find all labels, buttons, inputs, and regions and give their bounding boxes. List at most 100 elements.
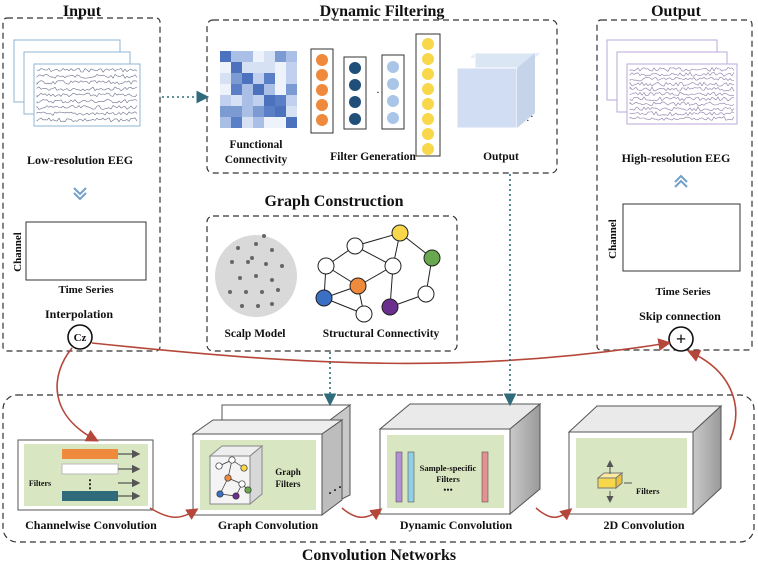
conv2d-filters-text: Filters [636,486,660,496]
mini-graph-node [232,492,240,500]
neuron-node [316,99,328,111]
graph-node [423,249,441,267]
svg-text:·: · [526,115,530,127]
eeg-trace [629,66,735,72]
fc-matrix-cell [264,51,275,62]
eeg-trace [36,99,138,104]
graph-filters-line2: Filters [276,479,301,489]
plus-icon: + [676,329,686,349]
eeg-trace [36,80,138,85]
neuron-node [316,69,328,81]
fc-matrix-cell [253,62,264,73]
electrode-dot [250,256,254,260]
fc-matrix-cell [231,73,242,84]
eeg-trace [36,86,138,92]
electrode-dot [254,242,258,246]
output-time-series-box [622,203,741,272]
high-res-eeg-label: High-resolution EEG [622,151,731,165]
graph-conv-block: Graph Filters · · · [191,404,352,516]
electrode-dot [264,262,268,266]
electrode-dot [244,290,248,294]
fc-matrix-cell [264,62,275,73]
input-panel: Input Low-resolution EEG Channel Time Se… [2,3,161,352]
sample-specific-line2: Filters [436,474,460,484]
fc-matrix-cell [264,106,275,117]
neuron-node [422,128,434,140]
fc-label-line2: Connectivity [225,154,288,166]
fc-matrix-cell [286,73,297,84]
conv2d-label: 2D Convolution [603,518,684,532]
eeg-trace [36,111,138,116]
chevron-down-icon [73,187,87,201]
neuron-node [422,98,434,110]
functional-connectivity-matrix [220,51,297,128]
fc-label-line1: Functional [229,139,282,151]
electrode-dot [280,264,284,268]
output-title: Output [651,3,701,20]
fc-matrix-cell [220,117,231,128]
graph-node [346,237,364,255]
fc-matrix-cell [231,95,242,106]
fc-matrix-cell [220,73,231,84]
fc-matrix-cell [242,73,253,84]
graph-conv-label: Graph Convolution [218,518,319,532]
fc-matrix-cell [231,117,242,128]
graph-node [355,305,373,323]
neuron-node [422,68,434,80]
svg-text:·: · [338,480,342,494]
fc-matrix-cell [275,117,286,128]
eeg-trace [629,111,735,117]
mini-graph-node [224,474,232,482]
fc-matrix-cell [253,106,264,117]
fc-matrix-cell [286,106,297,117]
interpolation-label: Interpolation [45,307,113,321]
graph-filters-line1: Graph [275,467,301,477]
neuron-node [316,54,328,66]
neuron-node [422,113,434,125]
eeg-trace [629,81,735,87]
dynamic-conv-label: Dynamic Convolution [400,518,513,532]
svg-text:⋮: ⋮ [84,477,96,491]
mini-graph-node [244,486,252,494]
electrode-dot [236,246,240,250]
graph-node [417,285,435,303]
fc-matrix-cell [286,51,297,62]
fc-matrix-cell [242,117,253,128]
cz-symbol: Cz [74,332,87,344]
electrode-dot [254,274,258,278]
fc-matrix-cell [275,106,286,117]
channelwise-conv-label: Channelwise Convolution [25,518,157,532]
electrode-dot [270,302,274,306]
eeg-trace [629,86,735,92]
flow-arrow-2 [341,507,383,521]
fc-matrix-cell [264,84,275,95]
fc-matrix-cell [275,62,286,73]
fc-matrix-cell [264,117,275,128]
graph-construction-title: Graph Construction [264,193,403,210]
electrode-dot [262,234,266,238]
eeg-trace [629,96,735,102]
electrode-dot [228,290,232,294]
neuron-node [422,53,434,65]
fc-matrix-cell [242,62,253,73]
neuron-node [316,84,328,96]
convolution-networks-title: Convolution Networks [302,547,456,564]
fc-matrix-cell [220,84,231,95]
eeg-trace [629,101,735,107]
eeg-trace [629,76,735,82]
eeg-trace [629,91,735,97]
fc-matrix-cell [275,51,286,62]
fc-matrix-cell [242,106,253,117]
electrode-dot [240,304,244,308]
graph-node [381,298,399,316]
channelwise-conv-block: ⋮ Filters [17,439,154,511]
flow-arrow-3 [535,507,573,521]
svg-text:·: · [333,483,337,497]
output-channel-axis: Channel [607,219,619,259]
dynamic-output-cubes: · · [456,52,540,129]
flow-arrow-1 [149,507,199,520]
fc-matrix-cell [275,95,286,106]
eeg-trace [629,71,735,77]
chevron-up-icon [674,174,688,188]
